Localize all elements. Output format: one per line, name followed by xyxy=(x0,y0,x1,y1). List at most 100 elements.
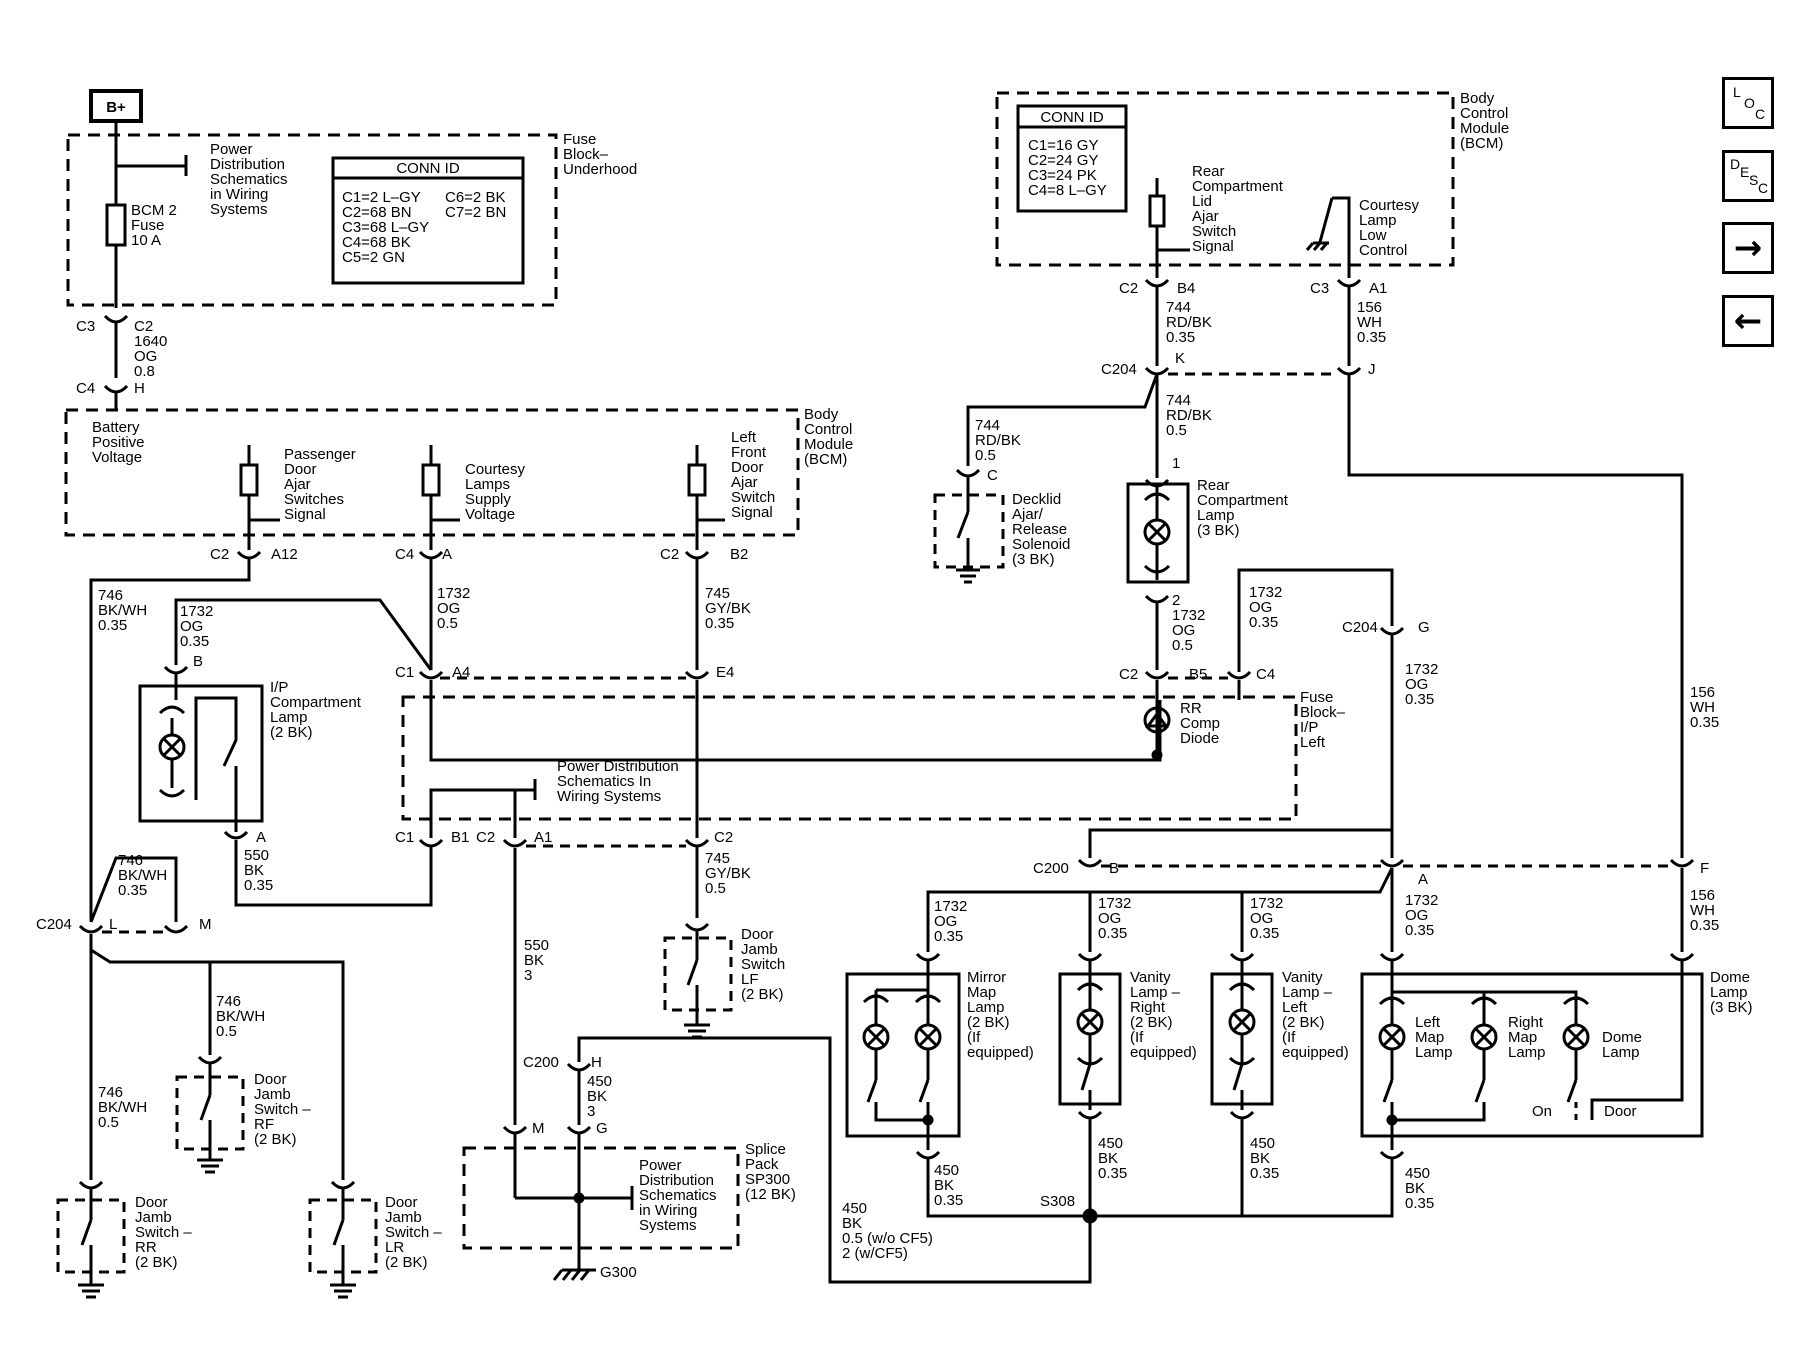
label-c204-g-0: C204 xyxy=(1342,619,1378,636)
label-c204-l-m-0: C204 xyxy=(36,916,72,933)
label-mirror-map-4: (If xyxy=(967,1029,981,1046)
label-w450-bk-035-vr-1: BK xyxy=(1098,1150,1118,1167)
label-w450-cf5-2: 0.5 (w/o CF5) xyxy=(842,1230,933,1247)
label-bcm-right-0: Body xyxy=(1460,90,1495,107)
label-bcm-left-0: Body xyxy=(804,406,839,423)
label-conn-id-right-1: C2=24 GY xyxy=(1028,152,1098,169)
label-c1-b1-1: B1 xyxy=(451,829,469,846)
ip-compartment-lamp-box xyxy=(138,684,264,823)
label-w450-bk-035-vr-0: 450 xyxy=(1098,1135,1123,1152)
conn-id-left-box xyxy=(331,156,525,285)
label-decklid-2: Release xyxy=(1012,521,1067,538)
label-c3-c2-1640-1: 1640 xyxy=(134,333,167,350)
label-pin2-1732-1: 1732 xyxy=(1172,607,1205,624)
label-door-jamb-lf-4: (2 BK) xyxy=(741,986,784,1003)
label-w1732-og-035-m-1: OG xyxy=(934,913,957,930)
label-w1732-og-035-b-2: 0.35 xyxy=(180,633,209,650)
label-w746-bkwh-05-b-2: 0.5 xyxy=(98,1114,119,1131)
label-c2-b5-1: B5 xyxy=(1189,666,1207,683)
label-dome-lamp-0: Dome xyxy=(1602,1029,1642,1046)
label-door-jamb-rr-1: Jamb xyxy=(135,1209,172,1226)
label-power-dist-mid-1: Schematics In xyxy=(557,773,651,790)
label-vanity-right-0: Vanity xyxy=(1130,969,1171,986)
label-c4: C4 xyxy=(76,380,95,397)
label-left-map-1: Map xyxy=(1415,1029,1444,1046)
label-conn-id-right-title: CONN ID xyxy=(1040,109,1104,126)
next-page-button[interactable]: → xyxy=(1722,222,1774,274)
label-w1732-og-035-vl-2: 0.35 xyxy=(1250,925,1279,942)
label-left-front-door-3: Ajar xyxy=(731,474,758,491)
label-w745-gybk-035-1: GY/BK xyxy=(705,600,751,617)
label-c-label: C xyxy=(987,467,998,484)
loc-letter-o: O xyxy=(1744,95,1755,111)
label-rr-comp-diode-1: Comp xyxy=(1180,715,1220,732)
label-vanity-left-3: (2 BK) xyxy=(1282,1014,1325,1031)
label-door-jamb-rr-4: (2 BK) xyxy=(135,1254,178,1271)
label-w1732-og-05-1: OG xyxy=(437,600,460,617)
label-w1732-og-035-a-1: OG xyxy=(1405,907,1428,924)
label-s308: S308 xyxy=(1040,1193,1075,1210)
label-vanity-right-3: (2 BK) xyxy=(1130,1014,1173,1031)
label-courtesy-supply-3: Voltage xyxy=(465,506,515,523)
label-w450-bk-035-vl-1: BK xyxy=(1250,1150,1270,1167)
label-w156-wh-035-dome-0: 156 xyxy=(1690,887,1715,904)
loc-button[interactable]: L O C xyxy=(1722,77,1774,129)
label-rear-comp-lid-2: Lid xyxy=(1192,193,1212,210)
label-ip-comp-lamp-3: (2 BK) xyxy=(270,724,313,741)
label-w450-bk-035-m-0: 450 xyxy=(934,1162,959,1179)
label-w156-wh-035-dome-2: 0.35 xyxy=(1690,917,1719,934)
label-pin1: 1 xyxy=(1172,455,1180,472)
desc-letter-e: E xyxy=(1740,164,1750,180)
label-door-jamb-lr-3: LR xyxy=(385,1239,404,1256)
label-mirror-map-1: Map xyxy=(967,984,996,1001)
label-conn-id-left-col1-3: C4=68 BK xyxy=(342,234,411,251)
label-w450-cf5-3: 2 (w/CF5) xyxy=(842,1245,908,1262)
label-pin2-1732-3: 0.5 xyxy=(1172,637,1193,654)
label-k: K xyxy=(1175,350,1185,367)
label-door-jamb-lf-3: LF xyxy=(741,971,759,988)
label-w1732-og-035-g-2: 0.35 xyxy=(1405,691,1434,708)
label-w1732-og-035-a-2: 0.35 xyxy=(1405,922,1434,939)
label-w1732-og-035-g-0: 1732 xyxy=(1405,661,1438,678)
label-pin2-1732-2: OG xyxy=(1172,622,1195,639)
label-c2-b2-1: B2 xyxy=(730,546,748,563)
label-fuse-block-ip-left-0: Fuse xyxy=(1300,689,1333,706)
label-w744-rdbk-035-1: RD/BK xyxy=(1166,314,1212,331)
label-w156-wh-035-f-2: 0.35 xyxy=(1690,714,1719,731)
label-e4: E4 xyxy=(716,664,734,681)
label-w746-bkwh-035-b-0: 746 xyxy=(118,852,143,869)
label-w744-rdbk-035-0: 744 xyxy=(1166,299,1191,316)
label-w450-bk-035-d-1: BK xyxy=(1405,1180,1425,1197)
label-rear-comp-lid-1: Compartment xyxy=(1192,178,1284,195)
label-ip-comp-lamp-1: Compartment xyxy=(270,694,362,711)
label-w1732-og-05-2: 0.5 xyxy=(437,615,458,632)
label-c3-c2-1640-0: C2 xyxy=(134,318,153,335)
label-w1732-og-035-g-1: OG xyxy=(1405,676,1428,693)
label-fuse-block-underhood-0: Fuse xyxy=(563,131,596,148)
label-courtesy-supply-0: Courtesy xyxy=(465,461,526,478)
label-power-dist-top-3: in Wiring xyxy=(210,186,268,203)
label-w156-wh-035-f-1: WH xyxy=(1690,699,1715,716)
label-courtesy-low-2: Low xyxy=(1359,227,1387,244)
label-w1732-og-035-vr-1: OG xyxy=(1098,910,1121,927)
label-battery-positive-1: Positive xyxy=(92,434,145,451)
label-vanity-left-1: Lamp – xyxy=(1282,984,1333,1001)
label-power-dist-bottom-3: in Wiring xyxy=(639,1202,697,1219)
label-w746-bkwh-035-0: 746 xyxy=(98,587,123,604)
label-c200-b-1: B xyxy=(1109,860,1119,877)
desc-button[interactable]: D E S C xyxy=(1722,150,1774,202)
label-w1732-og-035-a-0: 1732 xyxy=(1405,892,1438,909)
label-w156-wh-035-0: 156 xyxy=(1357,299,1382,316)
label-vanity-left-0: Vanity xyxy=(1282,969,1323,986)
label-c204-g-1: G xyxy=(1418,619,1430,636)
label-w450-bk-3-2: 3 xyxy=(587,1103,595,1120)
label-power-dist-mid-2: Wiring Systems xyxy=(557,788,661,805)
label-vanity-left-4: (If xyxy=(1282,1029,1296,1046)
rear-compartment-lamp-box xyxy=(1126,482,1190,584)
label-c3: C3 xyxy=(76,318,95,335)
prev-page-button[interactable]: ← xyxy=(1722,295,1774,347)
label-w550-bk-3-2: 3 xyxy=(524,967,532,984)
bcm-right-frame xyxy=(995,91,1455,267)
label-right-map-1: Map xyxy=(1508,1029,1537,1046)
